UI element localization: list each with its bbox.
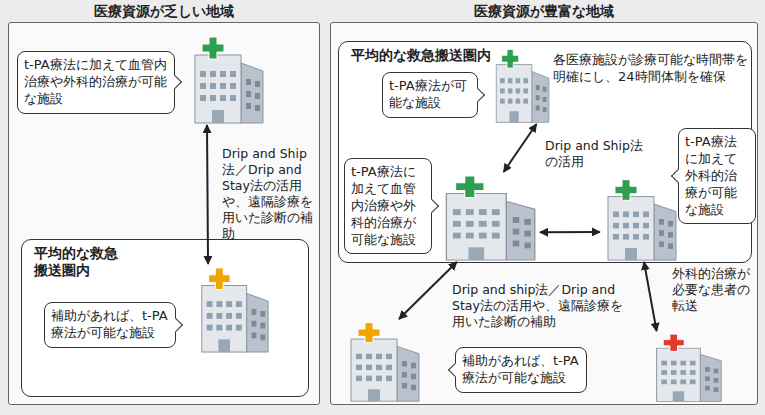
hospital-facility: t-PA療法に加えて外科的治療が可能な施設 <box>600 176 680 262</box>
bubble-tail <box>425 199 439 213</box>
building-body <box>657 348 722 401</box>
region-heading: 医療資源が豊富な地域 <box>331 3 757 21</box>
region-heading: 医療資源が乏しい地域 <box>9 3 319 21</box>
speech-bubble: 補助があれば、t-PA療法が可能な施設 <box>455 347 587 393</box>
area-heading: 平均的な救急搬送圏内 <box>34 245 118 279</box>
hospital-building <box>187 33 267 125</box>
edge-label: Drip and Ship法の活用 <box>545 138 645 170</box>
bubble-tail <box>448 363 462 377</box>
speech-bubble: t-PA療法が可能な施設 <box>382 72 478 118</box>
hospital-facility: 補助があれば、t-PA療法が可能な施設 <box>343 319 423 403</box>
hospital-cross <box>502 49 519 68</box>
hospital-building <box>343 319 423 403</box>
double-arrow <box>540 231 600 233</box>
double-arrow <box>504 124 537 172</box>
hospital-facility: t-PA療法に加えて血管内治療や外科的治療が可能な施設 <box>436 172 540 262</box>
hospital-building <box>600 176 680 262</box>
hospital-facility <box>649 331 725 403</box>
hospital-cross <box>209 268 230 290</box>
hospital-building <box>194 264 272 354</box>
hospital-building <box>649 331 725 403</box>
bubble-tail <box>169 318 183 332</box>
speech-bubble: t-PA療法に加えて血管内治療や外科的治療が可能な施設 <box>344 158 432 254</box>
building-body <box>351 339 419 401</box>
hospital-cross <box>663 334 684 351</box>
speech-bubble: 補助があれば、t-PA療法が可能な施設 <box>44 302 176 348</box>
hospital-facility: t-PA療法が可能な施設 <box>490 46 552 124</box>
facility-caption: 補助があれば、t-PA療法が可能な施設 <box>51 308 168 340</box>
transport-area: 平均的な救急搬送圏内補助があれば、t-PA療法が可能な施設 <box>21 239 309 397</box>
building-body <box>446 194 534 261</box>
hospital-cross <box>456 176 485 198</box>
facility-caption: t-PA療法に加えて外科的治療が可能な施設 <box>685 134 737 217</box>
facility-caption: t-PA療法に加えて血管内治療や外科的治療が可能な施設 <box>351 164 416 247</box>
edge-label: Drip and ship法／Drip and Stay法の活用や、遠隔診療を用… <box>452 282 632 330</box>
hospital-building <box>490 46 552 124</box>
speech-bubble: t-PA療法に加えて血管内治療や外科的治療が可能な施設 <box>17 51 175 114</box>
building-body <box>496 65 549 123</box>
bubble-tail <box>168 75 182 89</box>
facility-caption: t-PA療法に加えて血管内治療や外科的治療が可能な施設 <box>24 57 167 106</box>
hospital-cross <box>202 37 224 59</box>
edge-label: 外科的治療が必要な患者の転送 <box>672 266 750 314</box>
speech-bubble: t-PA療法に加えて外科的治療が可能な施設 <box>678 128 756 224</box>
hospital-cross <box>358 323 380 343</box>
double-arrow <box>399 262 457 319</box>
double-arrow <box>644 262 657 331</box>
edge-label: Drip and Ship法／Drip and Stay法の活用や、遠隔診療を用… <box>222 146 316 242</box>
hospital-facility: 補助があれば、t-PA療法が可能な施設 <box>194 264 272 354</box>
facility-caption: 補助があれば、t-PA療法が可能な施設 <box>462 353 579 385</box>
bubble-tail <box>471 88 485 102</box>
hospital-facility: t-PA療法に加えて血管内治療や外科的治療が可能な施設 <box>187 33 267 125</box>
building-body <box>195 55 263 123</box>
note-text: 各医療施設が診療可能な時間帯を明確にし、24時間体制を確保 <box>553 52 748 86</box>
facility-caption: t-PA療法が可能な施設 <box>389 78 467 110</box>
area-heading: 平均的な救急搬送圏内 <box>351 47 491 64</box>
building-body <box>202 286 268 353</box>
bubble-tail <box>671 169 685 183</box>
hospital-building <box>436 172 540 262</box>
double-arrow <box>207 125 208 264</box>
building-body <box>608 197 676 261</box>
hospital-cross <box>615 180 637 201</box>
